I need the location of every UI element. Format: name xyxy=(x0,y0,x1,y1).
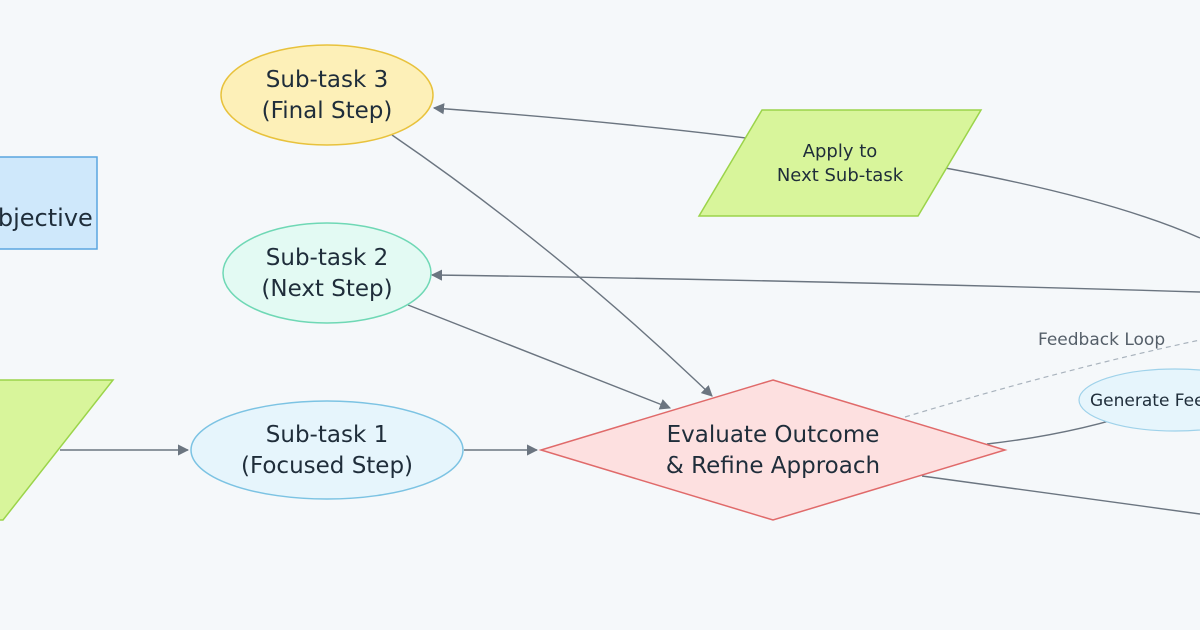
apply-parallelogram-node[interactable]: Apply to Next Sub-task xyxy=(697,109,983,217)
subtask2-node[interactable]: Sub-task 2 (Next Step) xyxy=(222,222,432,324)
input-parallelogram-node[interactable] xyxy=(0,379,115,521)
subtask1-node[interactable]: Sub-task 1 (Focused Step) xyxy=(190,400,464,500)
edge-feedback-loop xyxy=(904,339,1200,418)
subtask1-subtitle: (Focused Step) xyxy=(241,453,413,479)
subtask2-subtitle: (Next Step) xyxy=(261,276,392,302)
objective-label: Objective xyxy=(0,204,93,232)
objective-node[interactable]: Objective xyxy=(0,156,98,250)
feedback-loop-label: Feedback Loop xyxy=(1038,330,1165,350)
generate-feedback-label: Generate Feedback xyxy=(1090,391,1200,411)
edge-subtask3-to-evaluate xyxy=(391,134,713,397)
evaluate-decision-node[interactable]: Evaluate Outcome & Refine Approach xyxy=(538,379,1008,521)
subtask2-title: Sub-task 2 xyxy=(266,245,388,271)
subtask1-title: Sub-task 1 xyxy=(266,422,388,448)
evaluate-title: Evaluate Outcome xyxy=(667,422,880,448)
edge-evaluate-to-right xyxy=(921,475,1200,515)
edge-subtask2-to-evaluate xyxy=(407,304,672,410)
subtask3-title: Sub-task 3 xyxy=(266,67,388,93)
apply-subtitle: Next Sub-task xyxy=(777,165,904,186)
apply-title: Apply to xyxy=(803,141,878,162)
edge-right-to-subtask2 xyxy=(430,269,1200,293)
generate-feedback-node[interactable]: Generate Feedback xyxy=(1078,368,1200,432)
subtask3-subtitle: (Final Step) xyxy=(262,98,393,124)
evaluate-subtitle: & Refine Approach xyxy=(666,453,880,479)
subtask3-node[interactable]: Sub-task 3 (Final Step) xyxy=(220,44,434,146)
